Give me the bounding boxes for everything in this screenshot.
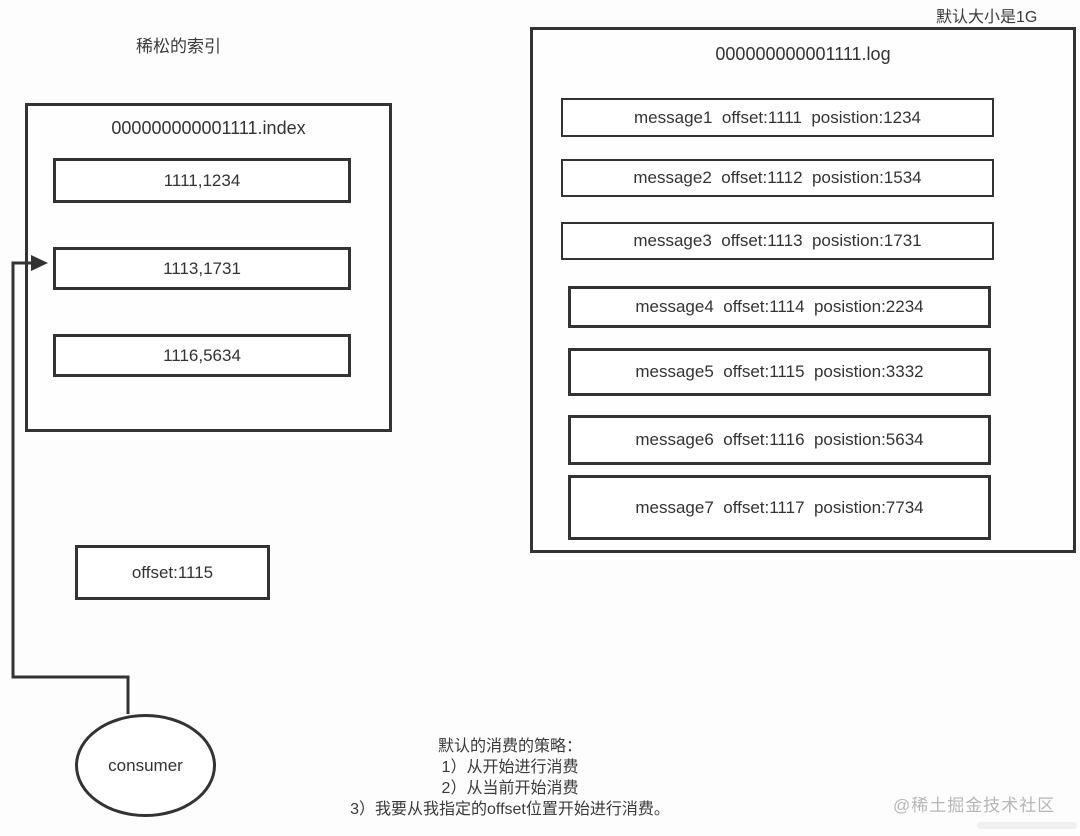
sparse-index-label: 稀松的索引 (136, 37, 221, 56)
log-message-row: message6 offset:1116 posistion:5634 (568, 415, 991, 465)
index-entry: 1113,1731 (53, 247, 351, 290)
strategy-text-block: 默认的消费的策略： 1）从开始进行消费 2）从当前开始消费 3）我要从我指定的o… (308, 736, 712, 820)
community-watermark: @稀土掘金技术社区 (893, 796, 1056, 815)
consumer-label: consumer (108, 755, 183, 775)
index-entry: 1111,1234 (53, 158, 351, 203)
log-message-row: message7 offset:1117 posistion:7734 (568, 475, 991, 540)
micro-watermark (977, 822, 1077, 829)
consumer-node: consumer (75, 714, 216, 817)
log-message-row: message3 offset:1113 posistion:1731 (561, 222, 994, 260)
index-file-name: 000000000001111.index (111, 118, 306, 138)
log-message-row: message5 offset:1115 posistion:3332 (568, 348, 991, 396)
log-message-row: message2 offset:1112 posistion:1534 (561, 159, 994, 197)
log-message-row: message4 offset:1114 posistion:2234 (568, 286, 991, 328)
log-file-name: 000000000001111.log (715, 44, 891, 64)
index-file-box: 000000000001111.index 1111,1234 1113,173… (25, 103, 392, 432)
strategy-item: 3）我要从我指定的offset位置开始进行消费。 (350, 801, 670, 818)
strategy-item: 2）从当前开始消费 (441, 780, 579, 797)
log-file-box: 000000000001111.log message1 offset:1111… (530, 27, 1076, 553)
offset-box: offset:1115 (75, 545, 270, 600)
index-entry: 1116,5634 (53, 334, 351, 377)
log-message-row: message1 offset:1111 posistion:1234 (561, 98, 994, 137)
default-size-label: 默认大小是1G (936, 9, 1038, 26)
strategy-title: 默认的消费的策略： (437, 738, 582, 755)
strategy-item: 1）从开始进行消费 (441, 759, 579, 776)
